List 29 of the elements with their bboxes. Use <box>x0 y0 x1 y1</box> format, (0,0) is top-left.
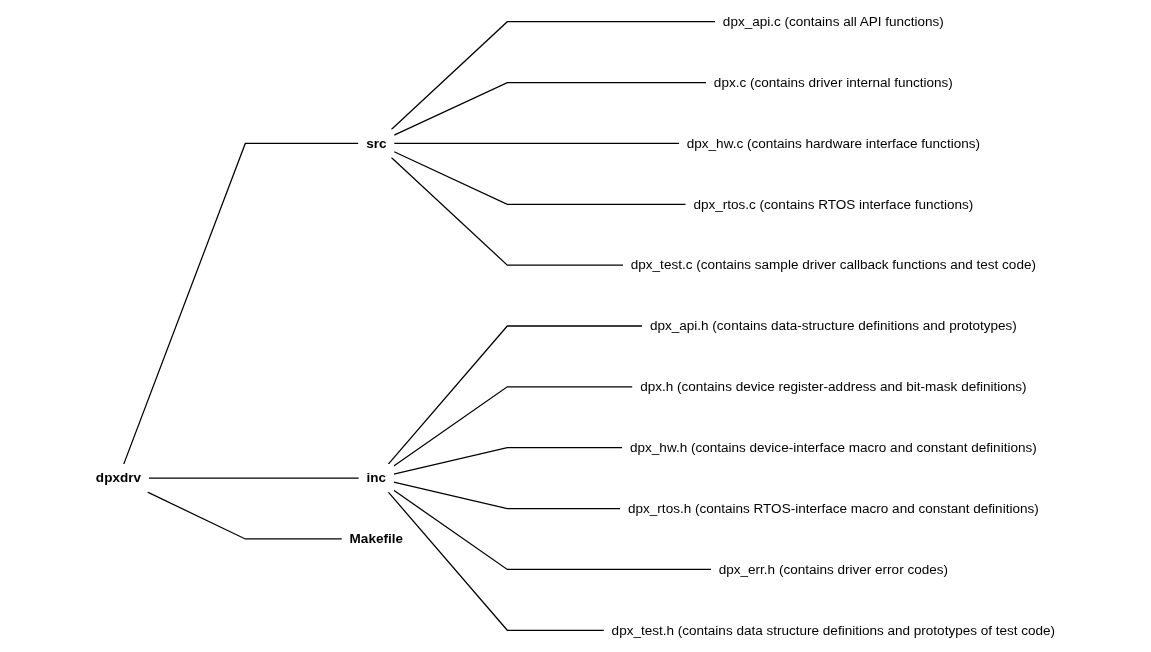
connector <box>393 81 707 136</box>
connector <box>393 386 634 467</box>
node-text: dpx_hw.h (contains device-interface macro and constant definitions) <box>630 439 1037 455</box>
node-text: dpx_test.h (contains data structure definitions and prototypes of test code) <box>611 622 1056 638</box>
connector <box>390 21 716 131</box>
node-text: dpx_rtos.c (contains RTOS interface functions) <box>693 196 974 212</box>
connector <box>393 481 621 510</box>
node-text: dpx_api.h (contains data-structure definitions and prototypes) <box>649 317 1017 334</box>
connector <box>148 477 360 479</box>
node-text: dpx_hw.c (contains hardware interface functions) <box>686 135 980 151</box>
node-text: dpxdrv <box>95 469 141 486</box>
node-text: Makefile <box>349 530 403 547</box>
node-text: dpx.h (contains device register-address and bit-mask definitions) <box>640 378 1027 395</box>
connector <box>393 447 623 475</box>
connector <box>123 142 360 465</box>
connector <box>393 151 687 205</box>
connector <box>387 325 643 465</box>
node-text: src <box>366 135 387 151</box>
connector <box>393 142 680 145</box>
connector <box>147 491 343 540</box>
connector <box>393 489 712 571</box>
node-text: dpx_err.h (contains driver error codes) <box>718 561 948 577</box>
node-text: inc <box>366 469 387 486</box>
connector <box>390 156 624 266</box>
node-text: dpx_rtos.h (contains RTOS-interface macro and constant definitions) <box>628 500 1039 516</box>
node-text: dpx.c (contains driver internal functions) <box>713 74 953 90</box>
connector <box>387 491 605 631</box>
node-text: dpx_api.c (contains all API functions) <box>722 13 944 29</box>
node-text: dpx_test.c (contains sample driver callback functions and test code) <box>630 256 1036 273</box>
